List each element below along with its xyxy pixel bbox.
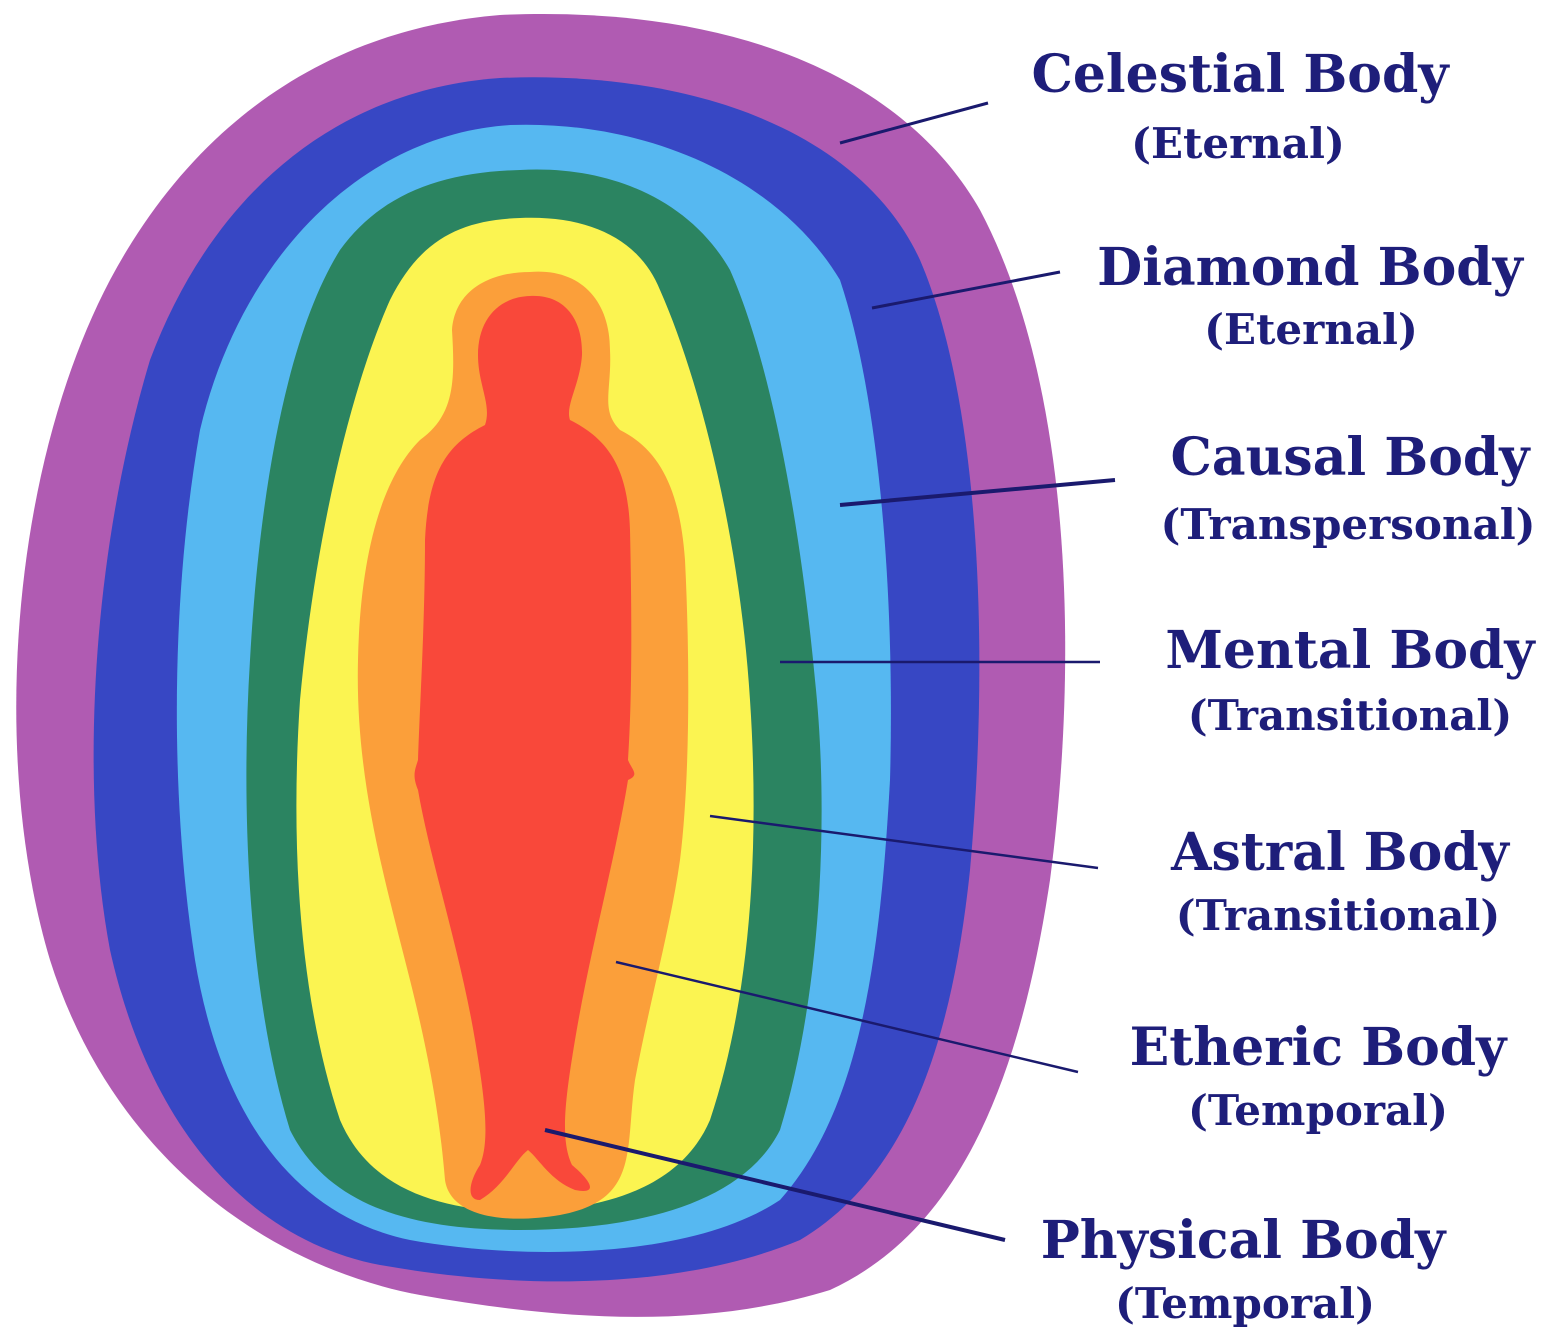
causal-body-label: Causal Body bbox=[1171, 427, 1532, 488]
etheric-body-category: (Temporal) bbox=[1188, 1086, 1448, 1135]
celestial-body-category: (Eternal) bbox=[1131, 119, 1345, 168]
diamond-body-category: (Eternal) bbox=[1204, 305, 1418, 354]
etheric-body-label: Etheric Body bbox=[1130, 1017, 1508, 1078]
astral-body-category: (Transitional) bbox=[1176, 891, 1501, 940]
diamond-body-label: Diamond Body bbox=[1097, 237, 1525, 298]
causal-body-category: (Transpersonal) bbox=[1160, 500, 1535, 549]
mental-body-label: Mental Body bbox=[1165, 620, 1536, 681]
astral-body-label: Astral Body bbox=[1170, 822, 1511, 883]
labels: Celestial Body (Eternal) Diamond Body (E… bbox=[1031, 44, 1536, 1328]
physical-body-label: Physical Body bbox=[1041, 1210, 1447, 1271]
celestial-body-label: Celestial Body bbox=[1031, 44, 1450, 105]
mental-body-category: (Transitional) bbox=[1188, 691, 1513, 740]
physical-body-category: (Temporal) bbox=[1115, 1279, 1375, 1328]
